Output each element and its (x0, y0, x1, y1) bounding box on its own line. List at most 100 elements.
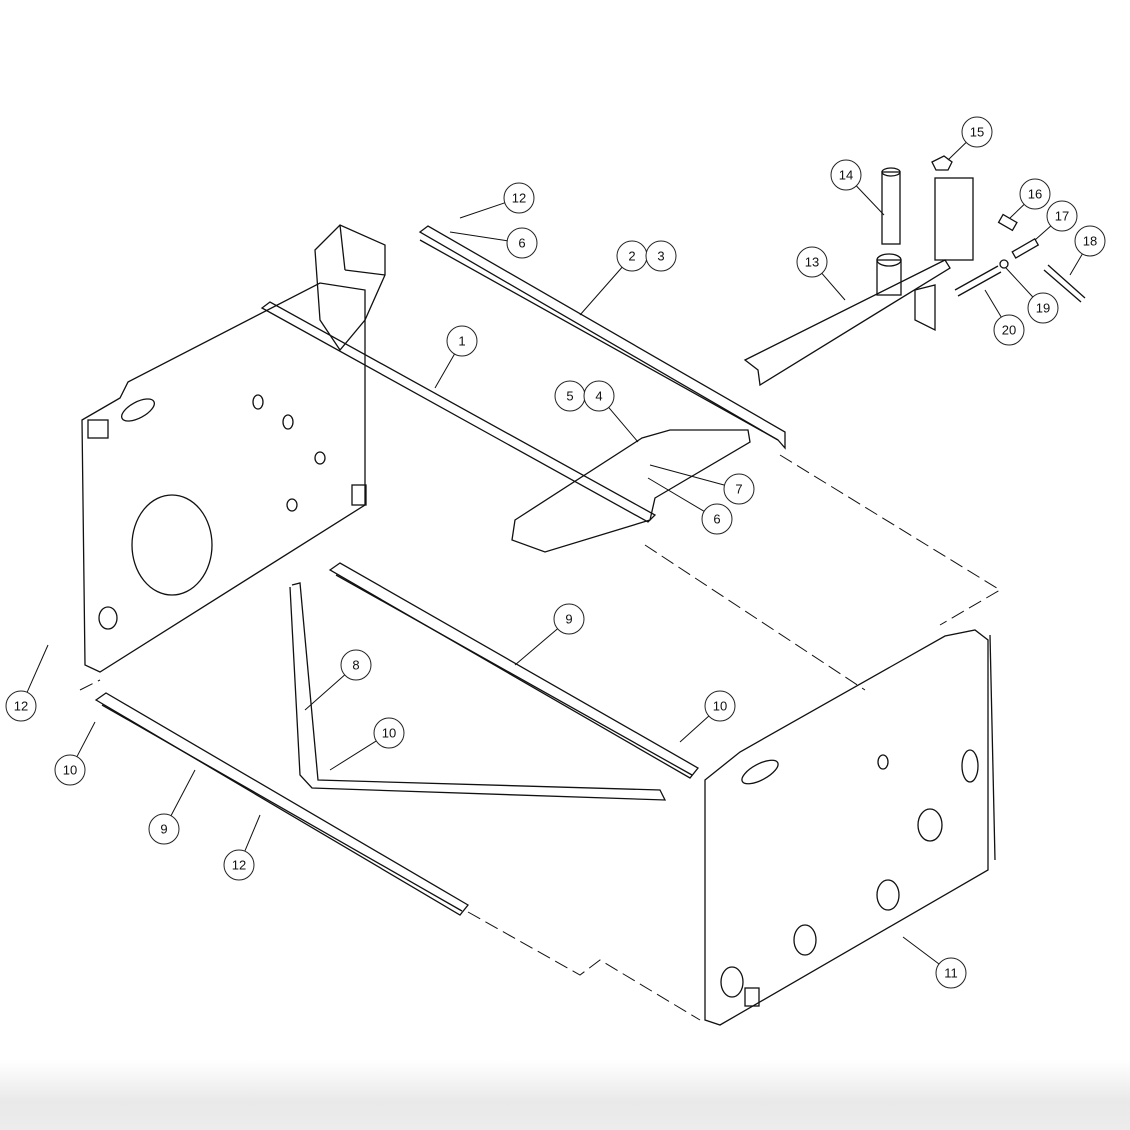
leader-line (329, 740, 377, 771)
balloon-circle (830, 159, 862, 191)
balloon-circle (1019, 178, 1051, 210)
callout-balloon-5: 5 (554, 380, 586, 412)
balloon-circle (645, 240, 677, 272)
callout-balloon-16: 16 (1019, 178, 1051, 210)
callout-balloon-12: 12 (223, 849, 255, 881)
leader-line (1069, 253, 1083, 276)
leader-line (855, 185, 885, 216)
balloon-label: 8 (352, 658, 359, 673)
callout-balloon-9: 9 (148, 813, 180, 845)
balloon-label: 12 (232, 858, 246, 873)
balloon-circle (553, 603, 585, 635)
balloon-circle (5, 690, 37, 722)
leader-line (304, 674, 346, 711)
leader-line (984, 289, 1002, 318)
balloon-label: 2 (628, 249, 635, 264)
balloon-label: 11 (944, 966, 958, 981)
leader-line (449, 231, 508, 242)
balloon-label: 6 (518, 236, 525, 251)
balloon-label: 15 (970, 125, 984, 140)
balloon-label: 13 (805, 255, 819, 270)
balloon-label: 10 (713, 699, 727, 714)
brace-8 (289, 582, 667, 801)
balloon-label: 5 (566, 389, 573, 404)
balloon-circle (935, 957, 967, 989)
balloon-circle (796, 246, 828, 278)
balloon-label: 3 (657, 249, 664, 264)
dashed-reference-lines (79, 454, 1001, 1021)
leader-line (608, 407, 639, 443)
leader-line (514, 628, 558, 666)
balloon-circle (1046, 200, 1078, 232)
callout-balloon-6: 6 (701, 503, 733, 535)
balloon-circle (701, 503, 733, 535)
leader-line (679, 715, 710, 743)
callout-balloon-12: 12 (5, 690, 37, 722)
balloon-label: 18 (1083, 234, 1097, 249)
callout-balloon-8: 8 (340, 649, 372, 681)
balloon-label: 16 (1028, 187, 1042, 202)
leader-lines (26, 142, 1083, 965)
balloon-circle (373, 717, 405, 749)
balloon-label: 14 (839, 168, 853, 183)
balloon-label: 7 (735, 482, 742, 497)
callout-balloon-14: 14 (830, 159, 862, 191)
leader-line (947, 142, 967, 161)
callout-balloon-7: 7 (723, 473, 755, 505)
callout-balloon-10: 10 (54, 754, 86, 786)
leader-line (26, 644, 49, 693)
callout-balloon-13: 13 (796, 246, 828, 278)
balloon-label: 10 (63, 763, 77, 778)
callout-balloon-10: 10 (704, 690, 736, 722)
balloon-circle (54, 754, 86, 786)
balloon-label: 12 (512, 191, 526, 206)
upright-tube-assembly-13 (743, 155, 1086, 387)
upright-bracket (314, 224, 386, 352)
leader-line (244, 814, 261, 852)
cross-member-1 (260, 301, 657, 523)
callout-balloon-4: 4 (583, 380, 615, 412)
balloon-circle (503, 182, 535, 214)
callout-balloon-2: 2 (616, 240, 648, 272)
balloon-label: 20 (1002, 323, 1016, 338)
balloon-label: 10 (382, 726, 396, 741)
balloon-label: 6 (713, 512, 720, 527)
leader-line (821, 272, 846, 301)
balloon-circle (704, 690, 736, 722)
leader-line (1009, 204, 1025, 219)
leader-line (459, 202, 505, 219)
balloon-circle (148, 813, 180, 845)
balloon-circle (1074, 225, 1106, 257)
leader-line (434, 353, 455, 389)
bottom-shadow (0, 1060, 1130, 1130)
leader-line (1034, 225, 1052, 241)
balloon-label: 9 (565, 612, 572, 627)
callout-balloon-17: 17 (1046, 200, 1078, 232)
mounting-plate-4-5 (511, 429, 751, 553)
rail-9-upper (328, 562, 699, 779)
balloon-circle (961, 116, 993, 148)
leader-line (1005, 267, 1034, 298)
balloon-label: 1 (458, 334, 465, 349)
balloon-label: 12 (14, 699, 28, 714)
right-side-panel (704, 629, 996, 1026)
callout-balloon-6: 6 (506, 227, 538, 259)
leader-line (649, 464, 725, 486)
cross-member-2-3 (418, 225, 786, 450)
balloon-label: 4 (595, 389, 602, 404)
rail-9-lower (94, 692, 469, 916)
callout-balloon-15: 15 (961, 116, 993, 148)
leader-line (170, 769, 196, 816)
callout-balloon-3: 3 (645, 240, 677, 272)
balloon-label: 9 (160, 822, 167, 837)
leader-line (647, 477, 705, 512)
callout-balloon-12: 12 (503, 182, 535, 214)
callout-balloon-1: 1 (446, 325, 478, 357)
callout-balloon-11: 11 (935, 957, 967, 989)
balloon-circle (446, 325, 478, 357)
callout-balloon-9: 9 (553, 603, 585, 635)
leader-line (902, 936, 940, 965)
